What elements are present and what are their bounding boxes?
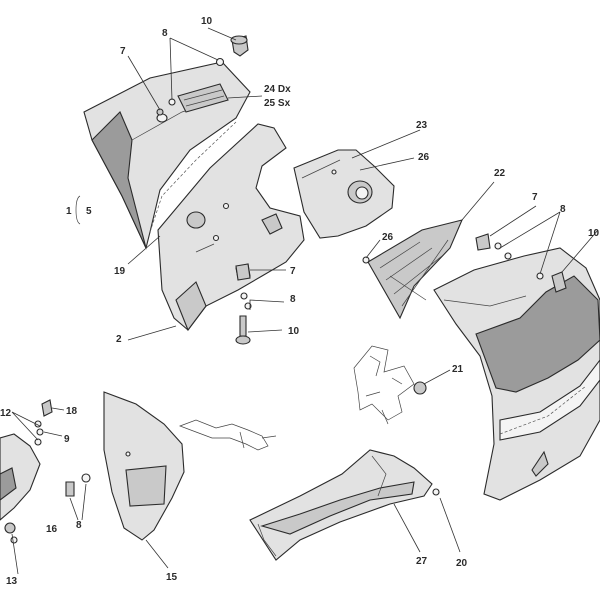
callout-26-lower: 26 (382, 232, 394, 243)
left-edge-partial-fairing (0, 433, 41, 521)
callout-18: 18 (66, 406, 78, 417)
callout-2: 2 (116, 334, 122, 345)
callout-15: 15 (166, 572, 178, 583)
small-inner-panel (293, 149, 395, 239)
callout-10-right: 10 (588, 228, 600, 239)
callout-8-left: 8 (76, 520, 82, 531)
mesh-screen (362, 219, 463, 320)
callout-10-center: 10 (288, 326, 300, 337)
belly-pan (249, 449, 433, 561)
fasteners (4, 35, 567, 544)
frame-bracket-sketch (353, 345, 415, 425)
callout-10-top: 10 (201, 16, 213, 27)
support-bracket-sketch (179, 419, 277, 451)
callout-27: 27 (416, 556, 428, 567)
callout-22: 22 (494, 168, 506, 179)
callout-19: 19 (114, 266, 126, 277)
callout-26-upper: 26 (418, 152, 430, 163)
callout-13: 13 (6, 576, 18, 587)
right-fairing-panel (433, 247, 600, 501)
callout-labels: 10 8 7 24 Dx 25 Sx 23 26 22 7 8 10 1 5 2… (0, 16, 600, 587)
callout-7-center: 7 (290, 266, 296, 277)
callout-5: 5 (86, 206, 92, 217)
lower-side-panel (103, 391, 185, 541)
callout-12: 12 (0, 408, 12, 419)
callout-1: 1 (66, 206, 72, 217)
callout-20: 20 (456, 558, 468, 569)
callout-23: 23 (416, 120, 428, 131)
leader-lines (11, 27, 599, 575)
callout-8-center: 8 (290, 294, 296, 305)
callout-16: 16 (46, 524, 58, 535)
callout-21: 21 (452, 364, 464, 375)
callout-8-right: 8 (560, 204, 566, 215)
callout-24-dx: 24 Dx (264, 84, 291, 95)
callout-8-top: 8 (162, 28, 168, 39)
callout-7-right: 7 (532, 192, 538, 203)
callout-9: 9 (64, 434, 70, 445)
callout-25-sx: 25 Sx (264, 98, 291, 109)
callout-7-top: 7 (120, 46, 126, 57)
